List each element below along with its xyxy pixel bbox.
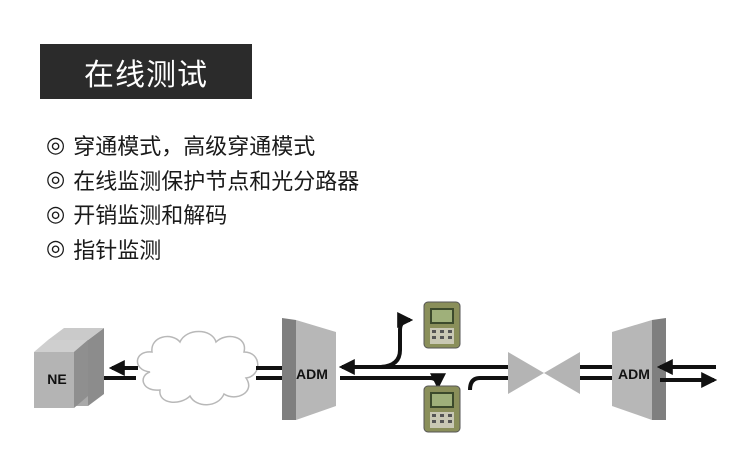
adm-node-right: ADM — [612, 318, 666, 420]
main-link — [338, 312, 508, 391]
feature-list: ◎ 穿通模式，高级穿通模式 ◎ 在线监测保护节点和光分路器 ◎ 开销监测和解码 … — [46, 128, 359, 266]
bullet-icon: ◎ — [46, 236, 66, 262]
feature-item: ◎ 穿通模式，高级穿通模式 — [46, 128, 359, 163]
handheld-tester-icon — [423, 301, 461, 349]
ne-link — [104, 360, 138, 380]
feature-item: ◎ 指针监测 — [46, 232, 359, 267]
ne-node: NE — [34, 328, 104, 408]
handheld-tester-icon — [423, 385, 461, 433]
feature-item: ◎ 在线监测保护节点和光分路器 — [46, 163, 359, 198]
external-link — [656, 359, 718, 388]
network-diagram: NE ADM — [34, 301, 718, 433]
ne-label: NE — [47, 371, 66, 387]
network-cloud-icon — [136, 330, 259, 406]
page-title: 在线测试 — [40, 44, 252, 99]
feature-text: 在线监测保护节点和光分路器 — [73, 169, 360, 195]
feature-item: ◎ 开销监测和解码 — [46, 197, 359, 232]
feature-text: 开销监测和解码 — [73, 204, 228, 230]
splitter-link — [580, 365, 614, 380]
feature-text: 穿通模式，高级穿通模式 — [73, 135, 316, 161]
bullet-icon: ◎ — [46, 201, 66, 227]
optical-splitter-icon — [508, 352, 580, 394]
cloud-link — [256, 366, 286, 380]
adm-right-label: ADM — [618, 366, 650, 382]
bullet-icon: ◎ — [46, 167, 66, 193]
bullet-icon: ◎ — [46, 132, 66, 158]
adm-node-left: ADM — [282, 318, 336, 420]
feature-text: 指针监测 — [73, 238, 162, 264]
adm-left-label: ADM — [296, 366, 328, 382]
